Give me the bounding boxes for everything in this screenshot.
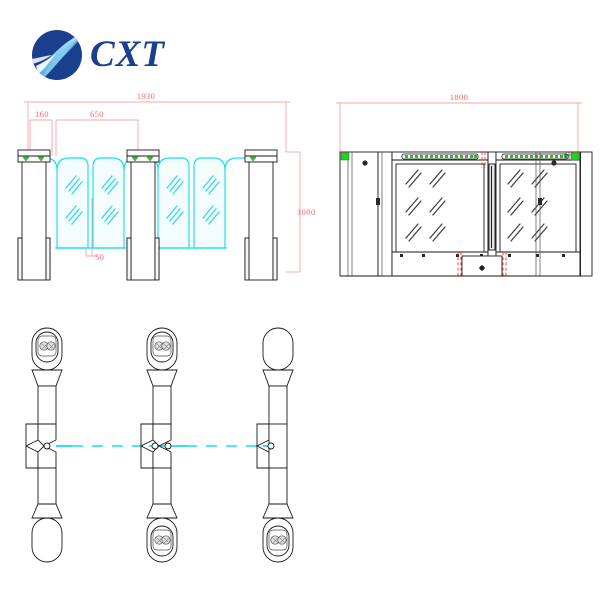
- access-hatch: [457, 252, 507, 277]
- view-side-elevation: 1930 160 650 50 1000: [14, 90, 316, 290]
- glass-reflection-marks: [65, 175, 220, 225]
- dim-lane-width: 650: [90, 109, 104, 119]
- cabinet-left: [339, 151, 393, 277]
- dim-pedestal-width: 160: [35, 109, 49, 119]
- card-reader-module: [268, 529, 288, 551]
- dim-overall-length: 1800: [450, 92, 469, 102]
- dimension-lines-front: [336, 102, 582, 156]
- dim-overall-height: 1000: [297, 207, 316, 217]
- card-reader-module: [152, 529, 172, 551]
- dim-glass-gap: 50: [95, 252, 104, 262]
- plan-pedestal-right: [256, 327, 294, 563]
- view-plan: [14, 318, 314, 578]
- dim-overall-width: 1930: [137, 91, 156, 101]
- plan-pedestal-left: [25, 327, 63, 563]
- glass-wings-group: [38, 157, 246, 249]
- pedestal-middle: [126, 149, 160, 281]
- cabinet-right: [340, 151, 582, 277]
- cxt-swoosh-globe-icon: [30, 26, 88, 84]
- brand-wordmark: CXT: [90, 34, 165, 75]
- pedestal-right: [244, 149, 278, 281]
- view-front-elevation: 1800: [330, 88, 593, 288]
- plan-pedestal-middle: [140, 327, 178, 563]
- brand-logo: CXT: [30, 26, 200, 88]
- card-reader-module: [152, 335, 172, 357]
- glass-reflection-marks-front: [405, 169, 548, 242]
- card-reader-module: [37, 335, 57, 357]
- center-post: [481, 151, 504, 277]
- pedestal-left: [17, 149, 51, 281]
- cabinet-right-frame: [535, 152, 580, 276]
